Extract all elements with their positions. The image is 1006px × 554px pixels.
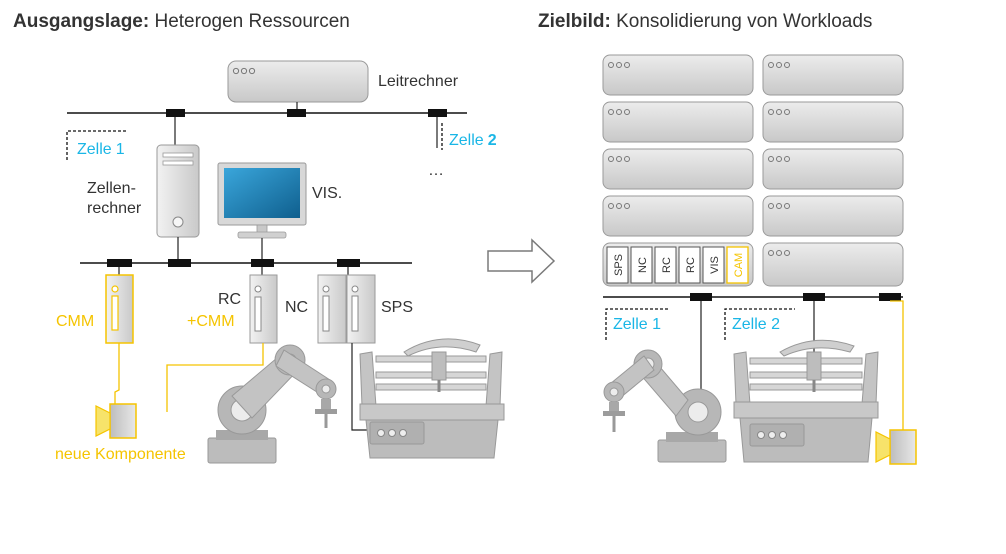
left-heading: Ausgangslage: Heterogen Ressourcen xyxy=(13,11,350,32)
camera-icon xyxy=(95,403,137,439)
neue-komponente-label: neue Komponente xyxy=(55,446,186,463)
sps-label: SPS xyxy=(381,299,413,316)
zellenrechner-label-line2: rechner xyxy=(87,200,142,217)
server-unit xyxy=(602,101,754,143)
zellenrechner-tower xyxy=(156,144,200,238)
server-unit xyxy=(602,195,754,237)
bus-connector xyxy=(107,259,132,267)
right-zelle1-label: Zelle 1 xyxy=(613,316,661,333)
leitrechner-server xyxy=(227,60,369,103)
zelle2-num: 2 xyxy=(488,132,497,149)
camera-icon-right xyxy=(875,429,917,465)
robot-arm-icon xyxy=(207,344,337,464)
bus-connector xyxy=(337,259,360,267)
right-heading-rest: Konsolidierung von Workloads xyxy=(611,11,873,32)
bus-connector xyxy=(879,293,901,301)
nc-label: NC xyxy=(285,299,308,316)
camera-cable xyxy=(890,300,904,430)
bus-connector xyxy=(287,109,306,117)
bus-connector xyxy=(251,259,274,267)
right-heading: Zielbild: Konsolidierung von Workloads xyxy=(538,11,872,32)
leitrechner-label: Leitrechner xyxy=(378,73,459,90)
zelle1-word: Zelle xyxy=(77,141,112,158)
vis-label: VIS. xyxy=(312,185,342,202)
server-unit xyxy=(602,54,754,96)
left-heading-rest: Heterogen Ressourcen xyxy=(149,11,350,32)
transition-arrow-icon xyxy=(487,238,556,284)
workload-slot xyxy=(678,246,701,284)
server-unit xyxy=(762,148,904,190)
workload-slot xyxy=(702,246,725,284)
slot-label-rc: RC xyxy=(661,257,673,273)
right-zelle1-bracket xyxy=(605,308,670,340)
server-unit xyxy=(762,195,904,237)
rc-camera-cable xyxy=(166,343,264,412)
slot-label-rc: RC xyxy=(685,257,697,273)
workload-slot-cam xyxy=(726,246,749,284)
bus-connector xyxy=(803,293,825,301)
bus-connector xyxy=(690,293,712,301)
machine-tool-icon xyxy=(359,338,505,459)
server-unit xyxy=(762,101,904,143)
rc-cmm-label: +CMM xyxy=(187,313,235,330)
robot-arm-icon-right xyxy=(603,349,727,463)
slot-label-nc: NC xyxy=(637,257,649,273)
cmm-label: CMM xyxy=(56,313,94,330)
sps-machine-cable xyxy=(351,343,370,431)
rc-controller xyxy=(249,274,278,344)
right-zelle2-label: Zelle 2 xyxy=(732,316,780,333)
cmm-controller xyxy=(105,274,134,344)
bus-connector xyxy=(166,109,185,117)
bus-connector xyxy=(428,109,447,117)
more-cells-ellipsis: … xyxy=(428,162,444,179)
bus-connector xyxy=(168,259,191,267)
slot-label-cam: CAM xyxy=(733,253,745,277)
right-diagram: SPS NC RC RC VIS CAM Zelle 1 Zelle 2 xyxy=(602,54,917,465)
sps-controller xyxy=(317,274,376,344)
zellenrechner-label-line1: Zellen- xyxy=(87,180,136,197)
cmm-camera-cable xyxy=(114,343,120,408)
right-zelle2-bracket xyxy=(724,308,795,340)
workload-slot xyxy=(630,246,653,284)
slot-label-vis: VIS xyxy=(709,256,721,274)
server-rack-right xyxy=(762,54,904,287)
server-unit xyxy=(762,242,904,287)
left-heading-bold: Ausgangslage: xyxy=(13,11,149,32)
workload-slot xyxy=(654,246,677,284)
zelle2-word: Zelle xyxy=(449,132,484,149)
server-leds xyxy=(608,62,790,256)
workload-slots: SPS NC RC RC VIS CAM xyxy=(606,246,749,284)
slot-label-sps: SPS xyxy=(613,254,625,276)
machine-tool-icon-right xyxy=(733,339,879,463)
server-unit xyxy=(762,54,904,96)
workload-slot xyxy=(606,246,629,284)
rc-label: RC xyxy=(218,291,241,308)
vis-monitor xyxy=(217,162,307,239)
right-heading-bold: Zielbild: xyxy=(538,11,611,32)
zelle1-num: 1 xyxy=(116,141,125,158)
server-unit xyxy=(602,148,754,190)
